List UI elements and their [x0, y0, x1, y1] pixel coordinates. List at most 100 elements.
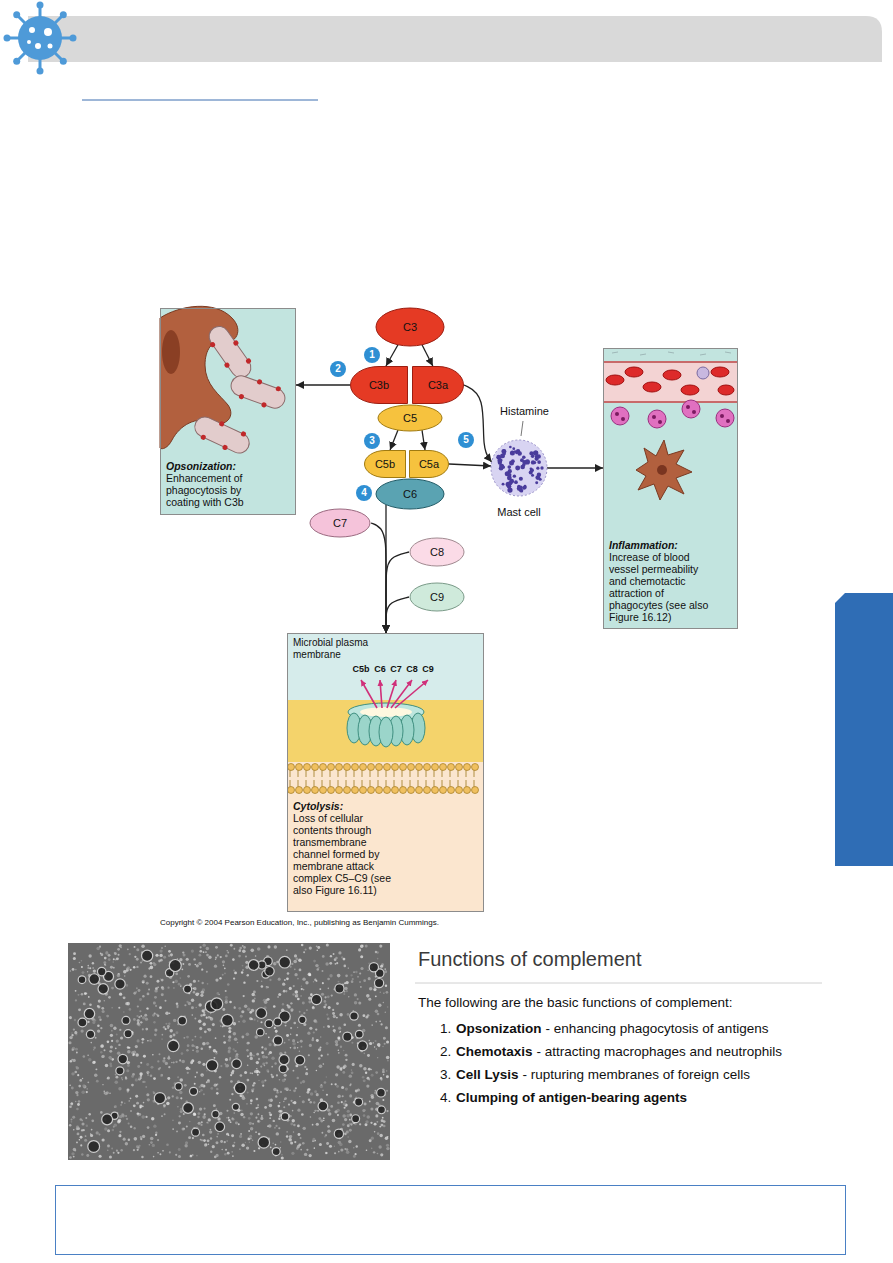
micrograph-speck [355, 1153, 357, 1155]
micrograph-speck [367, 969, 369, 971]
micrograph-speck [216, 1092, 219, 1095]
micrograph-speck [338, 1052, 340, 1054]
micrograph-speck [371, 1069, 373, 1071]
micrograph-speck [151, 1117, 154, 1120]
micrograph-speck [196, 964, 199, 967]
micrograph-speck [287, 1005, 290, 1008]
micrograph-speck [386, 991, 389, 994]
micrograph-speck [304, 1066, 306, 1068]
micrograph-speck [81, 966, 83, 968]
micrograph-speck [106, 1015, 109, 1018]
micrograph-speck [98, 999, 101, 1002]
micrograph-speck [126, 1118, 128, 1120]
micrograph-speck [146, 1063, 149, 1066]
micrograph-speck [71, 1034, 73, 1036]
micrograph-speck [99, 1155, 102, 1158]
micrograph-speck [288, 1039, 290, 1041]
micrograph-speck [101, 953, 104, 956]
micrograph-speck [312, 1124, 314, 1126]
micrograph-speck [325, 1152, 327, 1154]
micrograph-speck [104, 957, 107, 960]
micrograph-speck [82, 1078, 83, 1079]
micrograph-speck [222, 1008, 225, 1011]
micrograph-speck [186, 1036, 189, 1039]
micrograph-speck [383, 1037, 385, 1039]
micrograph-speck [81, 1029, 84, 1032]
micrograph-speck [148, 989, 150, 991]
micrograph-speck [252, 1084, 254, 1086]
micrograph-speck [233, 948, 235, 950]
micrograph-speck [246, 1033, 250, 1037]
granule [509, 479, 514, 484]
note-box [56, 1186, 846, 1255]
micrograph-speck [101, 1055, 104, 1058]
micrograph-speck [140, 1015, 142, 1017]
micrograph-speck [225, 1064, 228, 1067]
micrograph-speck [314, 1090, 317, 1093]
granule [509, 446, 512, 449]
micrograph-speck [278, 993, 281, 996]
micrograph-speck [343, 993, 345, 995]
lipid-head [416, 764, 423, 771]
micrograph-speck [241, 1036, 244, 1039]
mac-component-label: C7 [390, 664, 402, 674]
micrograph-speck [168, 1023, 170, 1025]
micrograph-speck [130, 1126, 133, 1129]
micrograph-speck [92, 967, 93, 968]
micrograph-speck [338, 1151, 340, 1153]
micrograph-speck [217, 1133, 219, 1135]
micrograph-speck [226, 1064, 229, 1067]
micrograph-speck [354, 1001, 357, 1004]
micrograph-speck [98, 1134, 100, 1136]
micrograph-speck [379, 945, 382, 948]
micrograph-speck [145, 1116, 147, 1118]
micrograph-speck [190, 1061, 193, 1064]
micrograph-speck [326, 1013, 328, 1015]
micrograph-speck [188, 963, 191, 966]
copyright-note: Copyright © 2004 Pearson Education, Inc.… [160, 918, 439, 927]
micrograph-speck [371, 1148, 373, 1150]
micrograph-speck [110, 1065, 113, 1068]
micrograph-speck [313, 1101, 315, 1103]
micrograph-speck [375, 1040, 377, 1042]
micrograph-speck [223, 1035, 225, 1037]
micrograph-speck [351, 980, 354, 983]
micrograph-speck [147, 993, 150, 996]
lipid-head [352, 787, 359, 794]
micrograph-speck [132, 1054, 134, 1056]
micrograph-speck [313, 1031, 315, 1033]
micrograph-speck [247, 1091, 249, 1093]
micrograph-speck [323, 1026, 325, 1028]
micrograph-speck [83, 1085, 86, 1088]
micrograph-speck [193, 980, 196, 983]
micrograph-pore [343, 1032, 352, 1041]
granule [499, 458, 502, 461]
micrograph-speck [206, 954, 209, 957]
micrograph-speck [335, 1043, 338, 1046]
micrograph-speck [317, 1110, 319, 1112]
micrograph-pore [215, 1122, 225, 1132]
micrograph-speck [136, 1015, 138, 1017]
micrograph-speck [349, 1074, 352, 1077]
reaction-arrow [449, 464, 491, 466]
micrograph-speck [110, 1024, 114, 1028]
micrograph-speck [349, 1129, 352, 1132]
micrograph-speck [279, 1102, 280, 1103]
micrograph-pore [142, 950, 153, 961]
micrograph-speck [343, 1065, 346, 1068]
micrograph-speck [336, 962, 338, 964]
micrograph-speck [69, 1156, 72, 1159]
micrograph-speck [217, 1117, 220, 1120]
micrograph-speck [363, 979, 366, 982]
micrograph-speck [343, 1050, 345, 1052]
micrograph-speck [340, 1148, 343, 1151]
micrograph-speck [196, 1155, 198, 1157]
micrograph-speck [320, 1085, 323, 1088]
micrograph-speck [87, 1081, 89, 1083]
micrograph-speck [339, 1068, 342, 1071]
micrograph-speck [202, 1075, 204, 1077]
micrograph-pore [350, 1012, 358, 1020]
node-label: C5 [403, 412, 417, 425]
micrograph-speck [366, 994, 370, 998]
micrograph-speck [203, 1023, 206, 1026]
